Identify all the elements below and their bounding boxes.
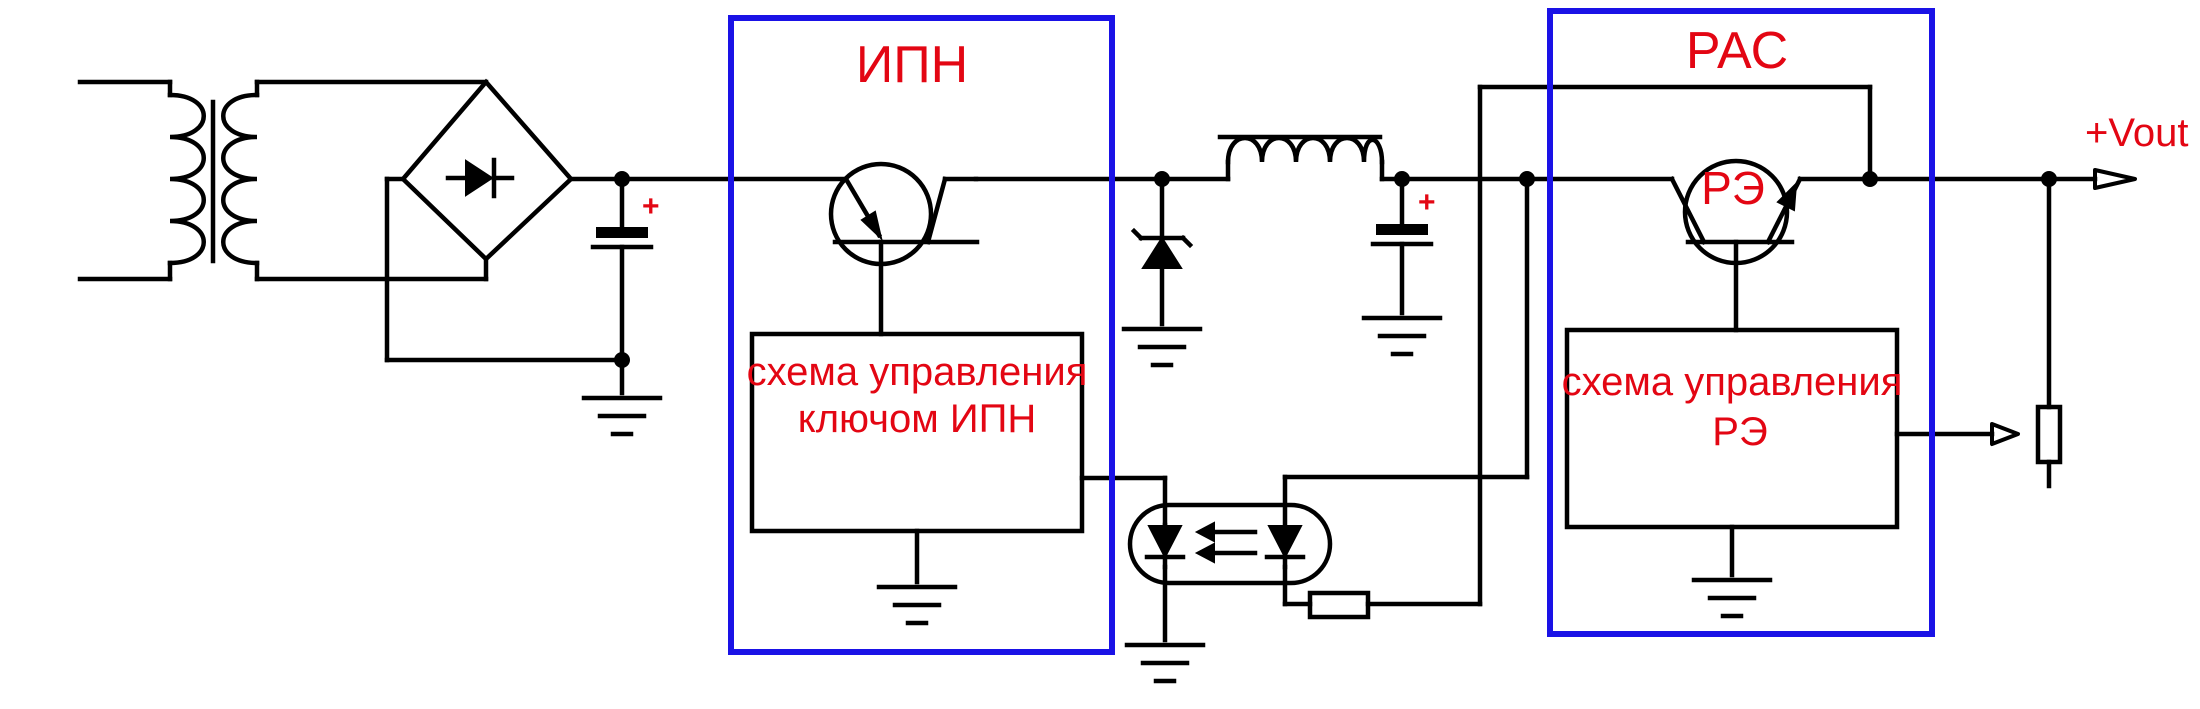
ipn-title: ИПН [856,36,968,94]
c1-polarity-plus: + [642,190,660,223]
ras-frame: РАС [1547,8,1935,637]
capacitor-c1: + [584,176,660,434]
ras-title: РАС [1686,22,1788,80]
output-label: +Vout [2085,111,2188,155]
ras-control-line1: схема управления [1562,360,1903,404]
ipn-control-line2: ключом ИПН [798,397,1037,441]
regulating-element-label: РЭ [1701,162,1765,214]
output-terminal: +Vout [2085,111,2188,190]
ras-control-block: схема управления РЭ [1562,327,2020,616]
flyback-diode [1124,176,1200,365]
ras-control-line2: РЭ [1712,410,1767,454]
ipn-control-block: схема управления ключом ИПН [747,331,1168,623]
capacitor-c2: + [1364,176,1440,354]
diode-bridge [384,78,625,363]
regulating-element-transistor: РЭ [1668,158,1804,333]
output-divider [2035,176,2063,489]
c2-polarity-plus: + [1418,186,1436,219]
ipn-control-line1: схема управления [747,350,1088,394]
transformer [77,79,489,282]
inductor [1217,134,1385,182]
ipn-key-transistor [828,161,980,337]
optocoupler [1127,84,1873,681]
ipn-frame: ИПН [728,15,1115,655]
